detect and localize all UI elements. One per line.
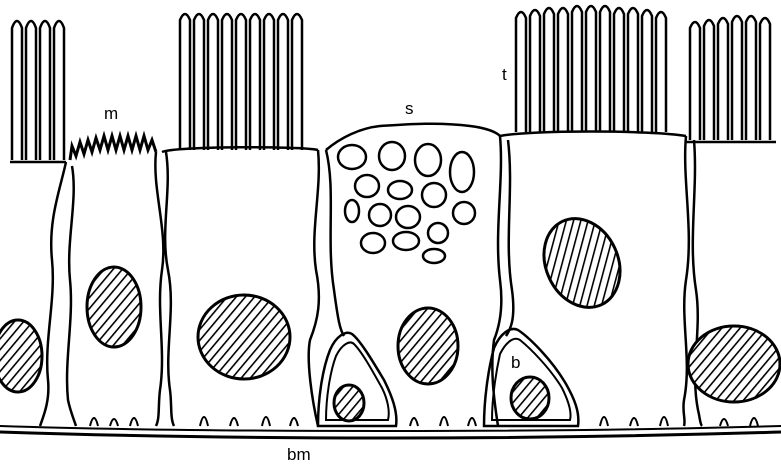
label-t: t — [502, 66, 507, 83]
cilia-group-center-left — [162, 14, 318, 152]
nucleus-ciliated-cell-c — [530, 206, 634, 320]
label-m: m — [104, 105, 118, 122]
secretory-granules — [338, 142, 475, 263]
cilia-group-center-right — [500, 6, 686, 136]
nucleus-ciliated-cell-b — [198, 295, 290, 379]
nucleus-secretory-cell — [398, 308, 458, 384]
label-bm: bm — [287, 446, 311, 463]
nucleus-left-partial — [0, 320, 42, 392]
cell-foot-processes — [90, 417, 758, 426]
microvilli-border — [70, 136, 156, 160]
nucleus-right-cell — [688, 326, 780, 402]
nucleus-microvillus-cell — [87, 267, 141, 347]
nucleus-basal-right — [511, 377, 549, 419]
basement-membrane — [0, 432, 781, 438]
label-b: b — [511, 354, 520, 371]
nucleus-basal-left — [334, 385, 364, 421]
cilia-group-left — [10, 21, 66, 162]
cell-nuclei — [0, 206, 780, 421]
label-s: s — [405, 100, 414, 117]
cilia-group-right — [686, 16, 776, 142]
